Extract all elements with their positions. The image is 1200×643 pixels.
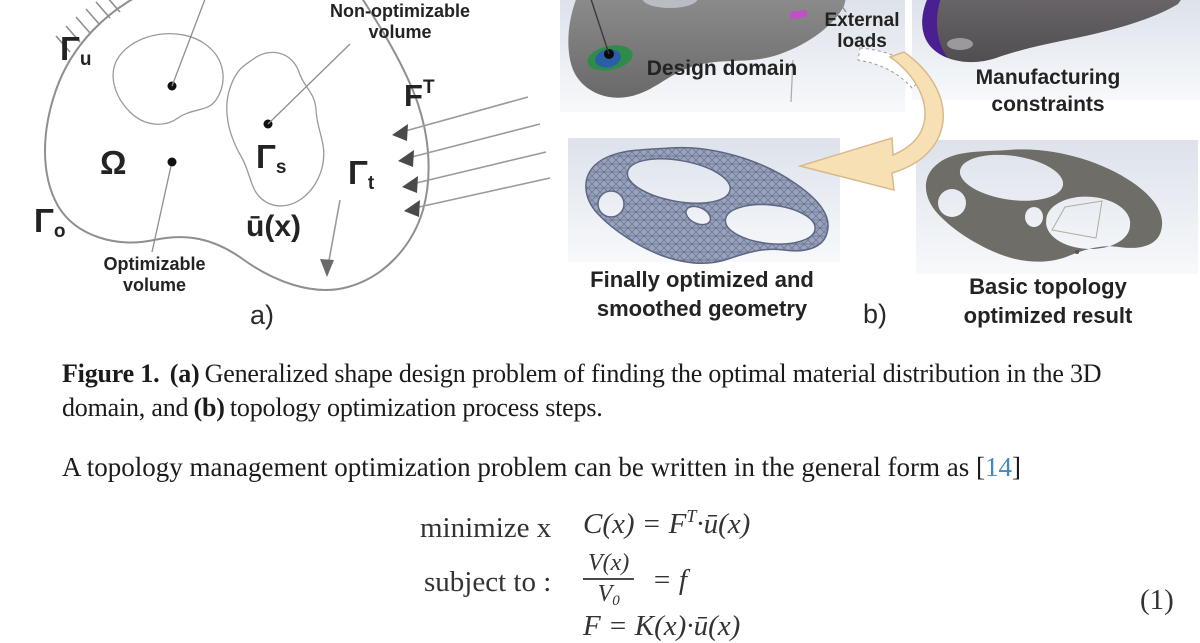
subfigure-b-marker: b) xyxy=(863,299,888,329)
label-force-vector: FT xyxy=(404,77,435,113)
caption-text-a: Generalized shape design problem of find… xyxy=(62,359,1102,422)
optimizable-dot xyxy=(167,157,177,167)
citation-bracket-close: ] xyxy=(1012,452,1021,482)
external-loads-leader-line xyxy=(790,59,794,103)
caption-text-b: topology optimization process steps. xyxy=(229,393,603,422)
flow-ribbon-white xyxy=(857,47,926,89)
label-manufacturing-constraints: Manufacturing constraints xyxy=(975,66,1121,116)
inner-void-outline xyxy=(112,33,224,125)
label-finally-optimized: Finally optimized and smoothed geometry xyxy=(590,267,814,321)
eq-subject-lhs: subject to : xyxy=(424,566,552,598)
non-optimizable-leader-line xyxy=(267,43,351,125)
subfigure-a-marker: a) xyxy=(250,300,275,330)
basic-result-speck xyxy=(1075,250,1079,254)
figure-1b-process: Design domain External loads Manufacturi… xyxy=(560,0,1200,335)
load-mark-icon xyxy=(789,10,808,19)
fraction-numerator: V(x) xyxy=(583,550,635,580)
external-loads-top-line xyxy=(836,0,847,13)
figure-caption: Figure 1. (a)Generalized shape design pro… xyxy=(62,357,1144,425)
eq-minimize-lhs: minimize x xyxy=(420,512,552,544)
constraints-shape xyxy=(922,0,1181,63)
force-arrows-icon xyxy=(397,96,551,210)
caption-marker-a: (a) xyxy=(169,359,200,388)
citation-bracket-open: [ xyxy=(976,452,985,482)
label-basic-topology: Basic topology optimized result xyxy=(963,274,1133,328)
optimizable-leader-line xyxy=(151,165,172,253)
design-domain-shape xyxy=(568,0,846,98)
caption-marker-b: (b) xyxy=(193,393,225,422)
flow-arrow-icon xyxy=(797,51,944,191)
eq-stiffness-row: F = K(x)·ū(x) xyxy=(583,610,741,642)
inner-void-leader-line xyxy=(171,0,206,87)
basic-result-shape xyxy=(925,149,1163,262)
label-non-optimizable-volume: Non-optimizable volume xyxy=(330,1,470,42)
label-gamma-u: Γu xyxy=(60,30,92,70)
label-optimizable-volume: Optimizable volume xyxy=(103,254,206,295)
fixture-leader-line xyxy=(590,0,610,55)
body-sentence: A topology management optimization probl… xyxy=(62,452,970,482)
eq-minimize-rhs: C(x) = FT·ū(x) xyxy=(583,506,751,540)
label-omega: Ω xyxy=(100,144,127,181)
eq-volume-fraction: V(x) V0 xyxy=(583,550,635,610)
design-domain-notch xyxy=(642,0,698,8)
label-displacement: ū(x) xyxy=(246,210,301,243)
label-design-domain: Design domain xyxy=(646,57,798,80)
eq-subject-rhs: = f xyxy=(652,564,687,596)
non-optimizable-outline xyxy=(226,51,325,207)
constraints-hole xyxy=(947,38,973,50)
process-steps-graphic xyxy=(560,0,1200,274)
citation-group: [14] xyxy=(976,452,1021,482)
displacement-arrowhead-icon xyxy=(320,259,334,277)
domain-outline xyxy=(44,0,430,291)
label-gamma-o: Γo xyxy=(34,202,66,242)
body-paragraph: A topology management optimization probl… xyxy=(62,452,1021,483)
label-gamma-t: Γt xyxy=(348,154,375,194)
caption-label: Figure 1. xyxy=(62,359,160,388)
displacement-arrow-line xyxy=(327,199,341,267)
label-external-loads: External loads xyxy=(824,10,900,52)
smoothed-geometry-shape xyxy=(585,146,829,265)
figure-1a-diagram: Γu Ω Γs Γt Γo ū(x) FT Non-optimizable vo… xyxy=(0,0,560,335)
label-gamma-s: Γs xyxy=(256,138,287,178)
design-problem-sketch xyxy=(44,0,551,291)
constraints-purple-band xyxy=(922,0,948,58)
fixed-support-hatching-icon xyxy=(55,0,121,53)
fraction-denominator: V0 xyxy=(597,581,620,609)
citation-link-14[interactable]: 14 xyxy=(985,452,1012,482)
equation-number: (1) xyxy=(1140,584,1174,616)
basic-result-facet-line xyxy=(1051,200,1103,239)
force-arrowheads-icon xyxy=(392,124,420,217)
